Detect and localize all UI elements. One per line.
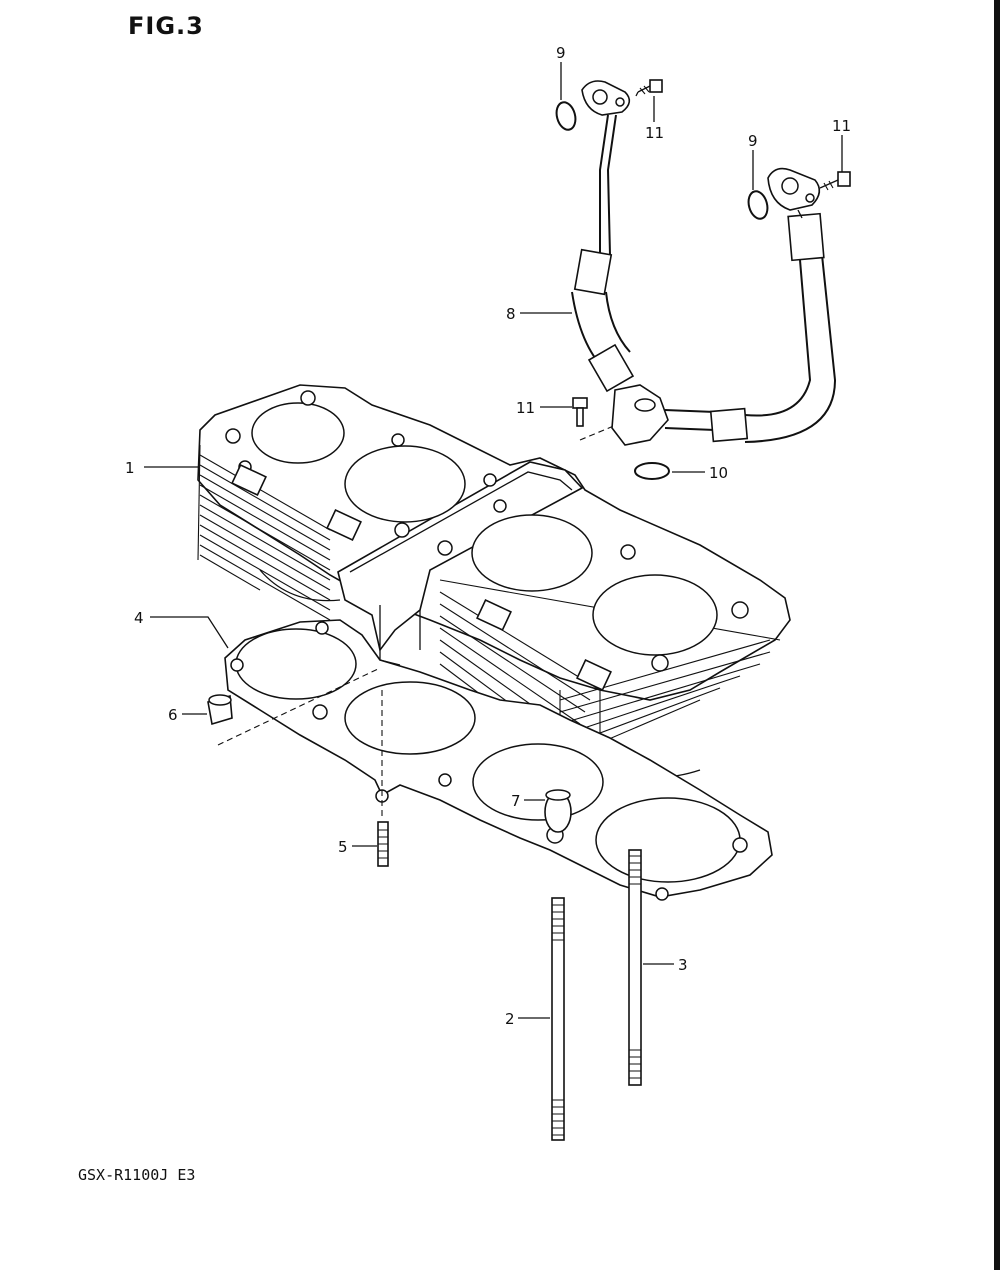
o-ring-lower[interactable] — [634, 462, 670, 480]
callout-6: 6 — [168, 706, 178, 724]
callout-9-right: 9 — [748, 132, 758, 150]
o-ring-upper-left[interactable] — [554, 100, 579, 132]
callout-9-left: 9 — [556, 44, 566, 62]
scan-edge-bar — [994, 0, 1000, 1270]
stud-small[interactable] — [377, 821, 389, 867]
callout-7: 7 — [511, 792, 521, 810]
dowel-pin[interactable] — [544, 789, 572, 833]
stud-bolt-long[interactable] — [551, 897, 565, 1141]
callout-2: 2 — [505, 1010, 515, 1028]
callout-4: 4 — [134, 609, 144, 627]
o-ring-upper-right[interactable] — [746, 189, 771, 221]
oil-hose-assembly[interactable] — [571, 80, 837, 446]
stud-bolt-short[interactable] — [628, 849, 642, 1086]
leader-lines — [144, 62, 843, 1019]
model-code: GSX-R1100J E3 — [78, 1166, 195, 1184]
cylinder-base-gasket[interactable] — [224, 619, 773, 901]
callout-10: 10 — [709, 464, 728, 482]
callout-8: 8 — [506, 305, 516, 323]
callout-11-lower: 11 — [516, 399, 535, 417]
callout-5: 5 — [338, 838, 348, 856]
bolt-upper-left[interactable] — [635, 79, 663, 97]
bolt-upper-right[interactable] — [819, 171, 851, 191]
callout-11-left: 11 — [645, 124, 664, 142]
callout-3: 3 — [678, 956, 688, 974]
callout-11-right: 11 — [832, 117, 851, 135]
seal-plug[interactable] — [207, 694, 233, 726]
figure-title: FIG.3 — [128, 12, 204, 40]
bolt-lower[interactable] — [572, 397, 588, 427]
callout-1: 1 — [125, 459, 135, 477]
